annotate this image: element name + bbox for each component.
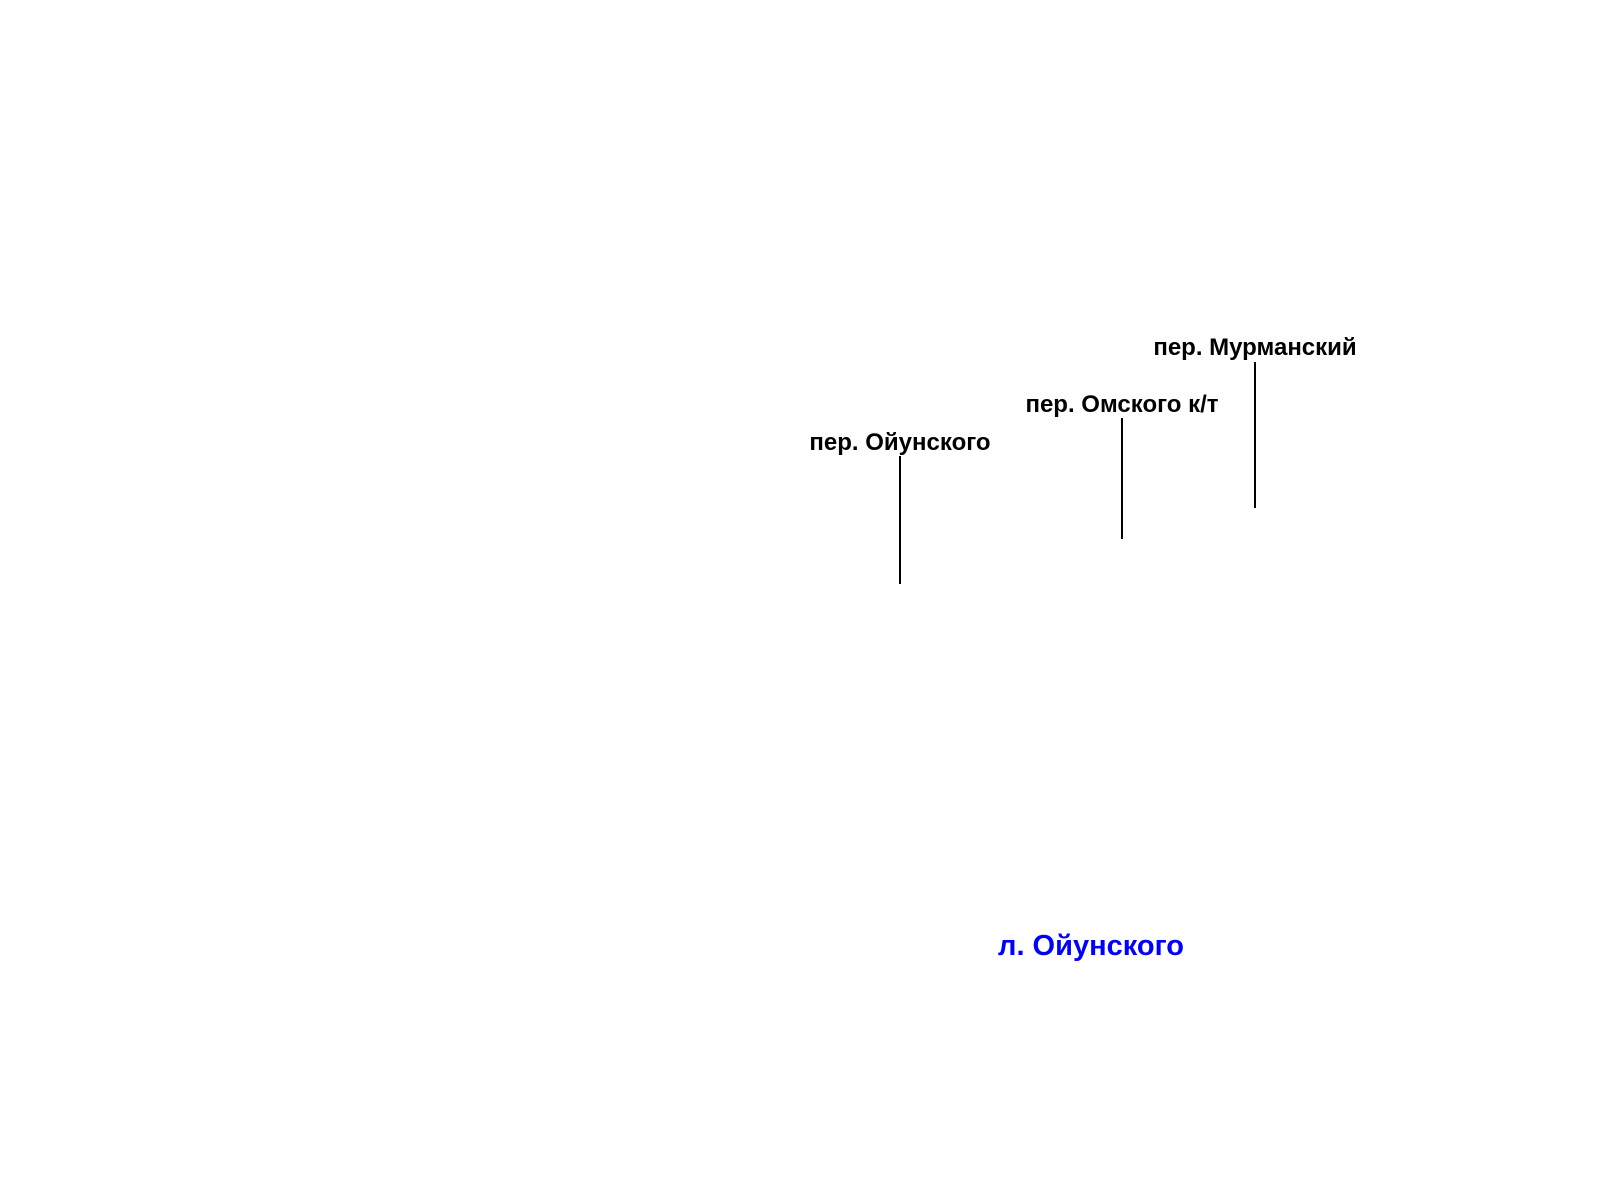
lane-label-omskogo: пер. Омского к/т: [1025, 391, 1219, 418]
street-label-oyunskogo: л. Ойунского: [998, 930, 1184, 962]
lane-label-murmansky: пер. Мурманский: [1153, 334, 1357, 361]
leader-line-oyunskogo: [899, 456, 901, 584]
leader-line-omskogo: [1121, 418, 1123, 539]
lane-label-oyunskogo: пер. Ойунского: [809, 429, 991, 456]
leader-line-murmansky: [1254, 362, 1256, 508]
